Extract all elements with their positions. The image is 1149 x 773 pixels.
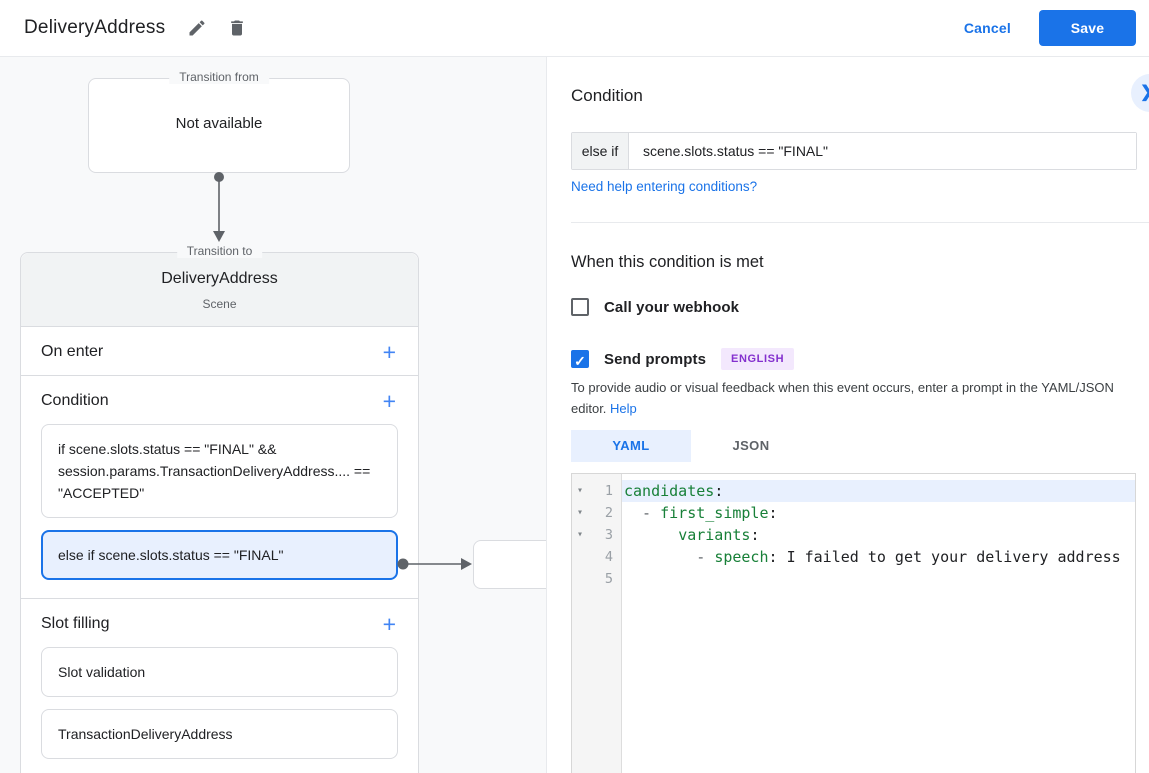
condition-expression-input[interactable] xyxy=(629,133,1136,169)
condition-item-if[interactable]: if scene.slots.status == "FINAL" && sess… xyxy=(41,424,398,518)
line-number: 1 xyxy=(604,483,613,499)
on-enter-label: On enter xyxy=(41,343,104,360)
section-divider xyxy=(571,222,1149,223)
language-badge: ENGLISH xyxy=(721,348,795,370)
add-condition-button[interactable]: + xyxy=(382,388,396,414)
condition-item-else-if-selected[interactable]: else if scene.slots.status == "FINAL" xyxy=(41,530,398,580)
add-on-enter-button[interactable]: + xyxy=(382,339,396,365)
code-line: 4 - speech: I failed to get your deliver… xyxy=(572,546,1135,568)
chevron-right-icon: ❯ xyxy=(1140,82,1149,102)
topbar: DeliveryAddress Cancel Save xyxy=(0,0,1149,57)
conditions-help-link[interactable]: Need help entering conditions? xyxy=(571,179,758,194)
else-if-prefix: else if xyxy=(572,133,629,169)
panel-heading: Condition xyxy=(571,86,643,105)
description-text: To provide audio or visual feedback when… xyxy=(571,380,1114,416)
fold-spacer xyxy=(572,546,594,568)
save-button[interactable]: Save xyxy=(1039,10,1136,46)
condition-section: Condition + if scene.slots.status == "FI… xyxy=(21,376,418,599)
condition-detail-panel: Condition ❯ else if Need help entering c… xyxy=(547,57,1149,773)
delete-button[interactable] xyxy=(223,14,251,42)
trash-icon xyxy=(231,20,244,36)
line-number: 5 xyxy=(604,571,613,587)
code-line: ▾ 1 candidates: xyxy=(572,480,1135,502)
scene-node-card: Transition to DeliveryAddress Scene On e… xyxy=(20,244,419,773)
condition-section-label: Condition xyxy=(41,392,109,409)
scene-type-label: Scene xyxy=(202,297,237,311)
line-number: 2 xyxy=(604,505,613,521)
code-text[interactable]: variants: xyxy=(678,526,760,544)
line-number: 4 xyxy=(604,549,613,565)
flow-diagram-panel: Transition from Not available Transition… xyxy=(0,57,547,773)
transition-from-value: Not available xyxy=(175,115,263,132)
help-link[interactable]: Help xyxy=(610,400,637,416)
collapse-panel-button[interactable]: ❯ xyxy=(1131,74,1149,112)
add-slot-button[interactable]: + xyxy=(382,611,396,637)
pencil-icon xyxy=(189,20,205,36)
edit-button[interactable] xyxy=(183,14,211,42)
down-arrow-connector xyxy=(213,172,225,242)
send-prompts-row: ✓ Send prompts ENGLISH xyxy=(571,348,795,370)
transaction-delivery-address-item[interactable]: TransactionDeliveryAddress xyxy=(41,709,398,759)
transition-to-legend: Transition to xyxy=(176,244,263,258)
transition-from-node[interactable]: Transition from Not available xyxy=(88,70,350,173)
call-webhook-checkbox[interactable] xyxy=(571,298,589,316)
code-line: ▾ 3 variants: xyxy=(572,524,1135,546)
editor-gutter xyxy=(572,474,622,773)
when-condition-heading: When this condition is met xyxy=(571,253,764,271)
fold-icon[interactable]: ▾ xyxy=(577,485,584,496)
checkmark-icon: ✓ xyxy=(574,353,586,369)
slot-filling-label: Slot filling xyxy=(41,615,110,632)
send-prompts-label: Send prompts xyxy=(604,350,707,368)
editor-format-tabs: YAML JSON xyxy=(571,430,811,462)
code-line: ▾ 2 - first_simple: xyxy=(572,502,1135,524)
condition-expression-row: else if xyxy=(571,132,1137,170)
tab-json[interactable]: JSON xyxy=(732,438,770,453)
fold-spacer xyxy=(572,568,594,590)
line-number: 3 xyxy=(604,527,613,543)
fold-icon[interactable]: ▾ xyxy=(577,529,584,540)
send-prompts-checkbox[interactable]: ✓ xyxy=(571,350,589,369)
code-text[interactable]: - speech: I failed to get your delivery … xyxy=(624,548,1121,566)
tab-yaml[interactable]: YAML xyxy=(571,430,691,462)
yaml-code-editor[interactable]: ▾ 1 candidates: ▾ 2 - first_simple: ▾ 3 … xyxy=(571,473,1136,773)
webhook-row: Call your webhook xyxy=(571,298,739,316)
scene-name: DeliveryAddress xyxy=(161,270,278,287)
fold-icon[interactable]: ▾ xyxy=(577,507,584,518)
code-text[interactable] xyxy=(622,568,1135,590)
cancel-button[interactable]: Cancel xyxy=(963,20,1011,36)
slot-validation-item[interactable]: Slot validation xyxy=(41,647,398,697)
call-webhook-label: Call your webhook xyxy=(604,298,740,316)
transition-from-legend: Transition from xyxy=(169,70,269,84)
prompt-description: To provide audio or visual feedback when… xyxy=(571,378,1143,420)
code-text[interactable]: - first_simple: xyxy=(624,504,778,522)
on-enter-section: On enter + xyxy=(21,327,418,376)
code-line: 5 xyxy=(572,568,1135,590)
page-title: DeliveryAddress xyxy=(24,17,166,38)
scene-card-header[interactable]: DeliveryAddress Scene xyxy=(21,253,418,327)
transition-target-node[interactable] xyxy=(473,540,546,589)
code-text[interactable]: candidates: xyxy=(622,480,1135,502)
slot-filling-section: Slot filling + Slot validation Transacti… xyxy=(21,599,418,773)
